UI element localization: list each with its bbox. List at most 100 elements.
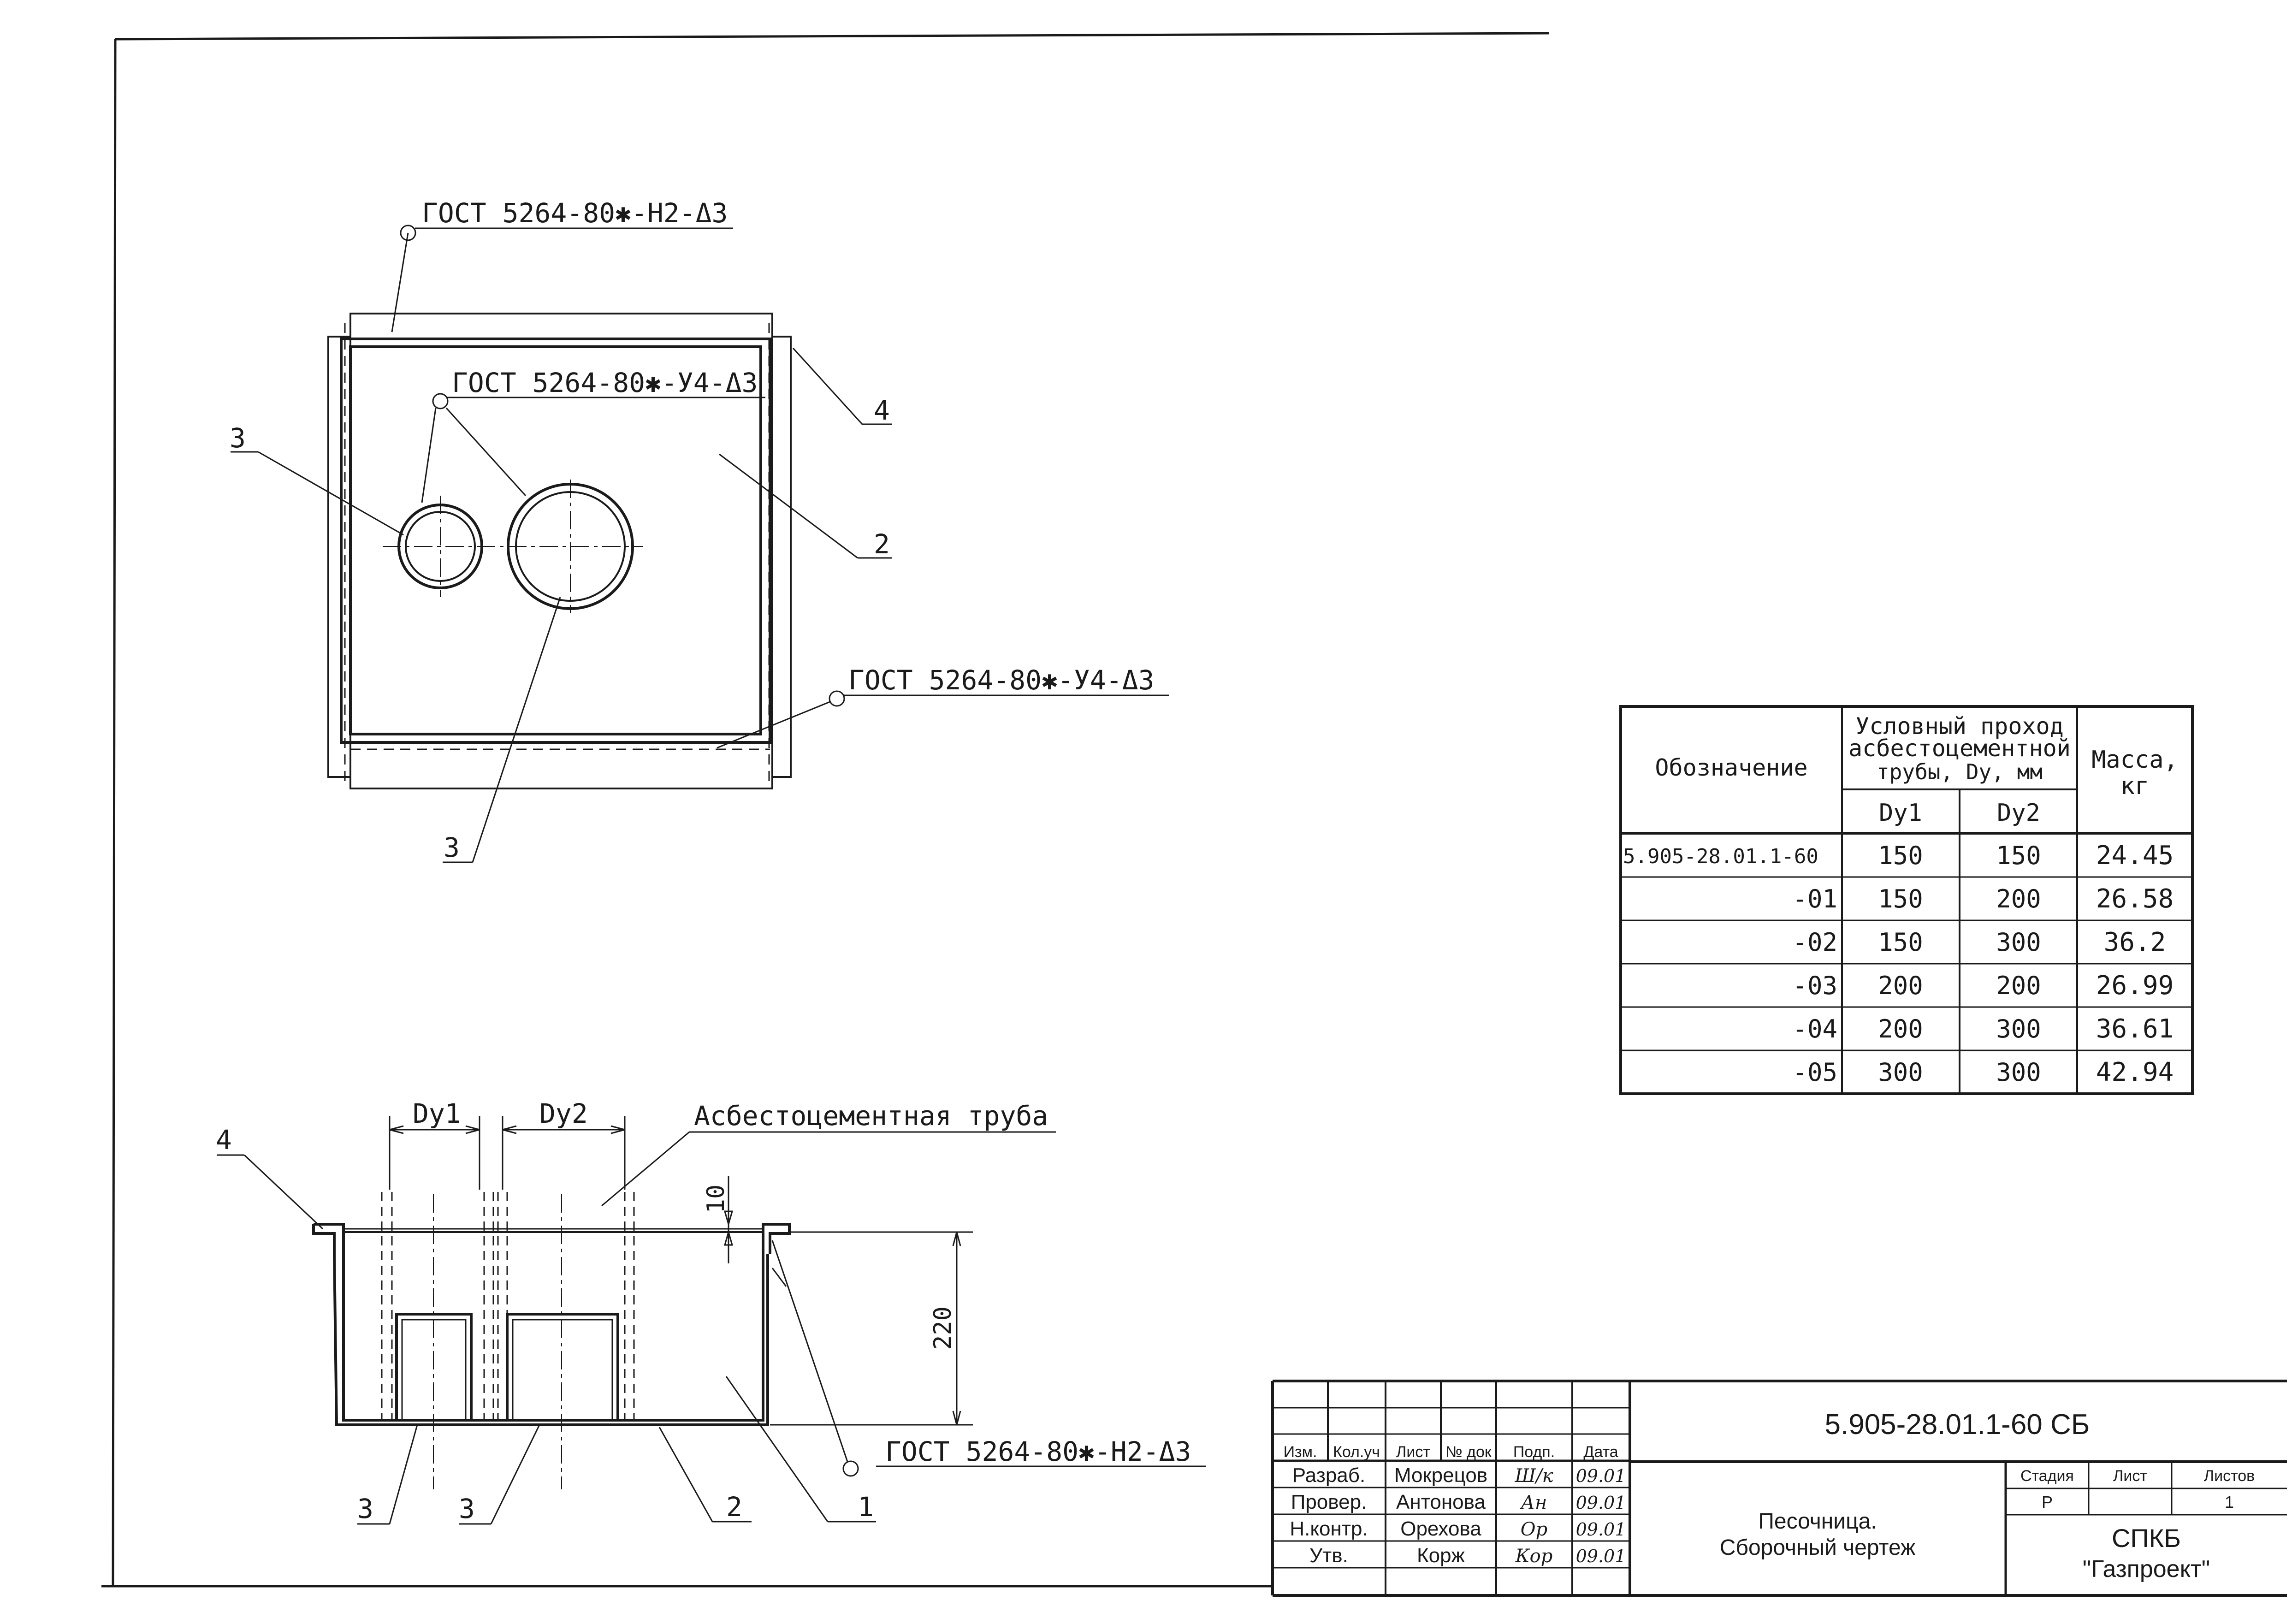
th-dy2: Dу2 (1997, 799, 2040, 827)
sheet-frame (101, 32, 1550, 1588)
svg-text:Dу2: Dу2 (539, 1098, 588, 1129)
doc-name-2: Сборочный чертеж (1720, 1535, 1915, 1560)
tb-list: Лист (1396, 1443, 1430, 1461)
callout-4: 4 (792, 347, 892, 426)
svg-text:200: 200 (1996, 884, 2041, 913)
dim-dy1: Dу1 (389, 1098, 480, 1190)
svg-text:Утв.: Утв. (1309, 1544, 1348, 1567)
table-row: -02 150 300 36.2 (1792, 927, 2166, 957)
th-mass-2: кг (2120, 772, 2150, 800)
svg-text:-01: -01 (1792, 884, 1837, 913)
th-designation: Обозначение (1655, 754, 1807, 781)
dim-220: 220 (770, 1231, 973, 1426)
callout-3-lower: 3 (443, 597, 561, 863)
table-row: 5.905-28.01.1-60 150 150 24.45 (1623, 841, 2174, 871)
doc-number: 5.905-28.01.1-60 СБ (1825, 1409, 2090, 1440)
svg-text:200: 200 (1878, 971, 1923, 1000)
pipe-b-section (506, 1313, 619, 1422)
tb-row-developer: Разраб. Мокрецов Ш/к 09.01 (1292, 1464, 1626, 1487)
frame-left-strip (327, 336, 351, 778)
doc-name-1: Песочница. (1758, 1509, 1877, 1534)
th-passage-1: Условный проход (1855, 713, 2064, 740)
svg-text:3: 3 (230, 422, 246, 454)
stage-header: Стадия (2020, 1467, 2074, 1485)
svg-text:150: 150 (1878, 841, 1923, 870)
svg-text:26.58: 26.58 (2096, 884, 2174, 914)
svg-text:4: 4 (216, 1124, 232, 1156)
table-row: -05 300 300 42.94 (1792, 1057, 2174, 1087)
svg-text:4: 4 (874, 395, 890, 426)
svg-text:Кор: Кор (1515, 1546, 1553, 1567)
svg-text:Ан: Ан (1520, 1492, 1547, 1513)
pipe-name-label: Асбестоцементная труба (694, 1100, 1048, 1132)
tb-row-checker: Провер. Антонова Ан 09.01 (1291, 1491, 1626, 1513)
tb-kol: Кол.уч (1333, 1443, 1380, 1461)
section-callout-3b: 3 (459, 1424, 540, 1525)
svg-text:3: 3 (459, 1493, 475, 1524)
svg-text:42.94: 42.94 (2096, 1057, 2174, 1087)
svg-text:-02: -02 (1792, 928, 1837, 957)
th-dy1: Dу1 (1879, 799, 1922, 827)
svg-text:150: 150 (1878, 928, 1923, 957)
svg-text:5.905-28.01.1-60: 5.905-28.01.1-60 (1623, 845, 1818, 868)
dim-10: 10 (702, 1176, 733, 1263)
th-passage-2: асбестоцементной (1848, 735, 2071, 762)
section-view: Dу1 Dу2 Асбестоцементная труба 10 220 (216, 1098, 1206, 1525)
svg-text:09.01: 09.01 (1576, 1546, 1626, 1566)
section-callout-1: 1 (725, 1376, 876, 1523)
svg-text:Орехова: Орехова (1400, 1517, 1481, 1540)
section-callout-2: 2 (658, 1427, 752, 1523)
weld-label-top: ГОСТ 5264-80✱-Н2-Δ3 (422, 197, 728, 229)
svg-text:Разраб.: Разраб. (1292, 1464, 1365, 1487)
weld-label-bottom: ГОСТ 5264-80✱-У4-Δ3 (848, 664, 1154, 696)
svg-text:Провер.: Провер. (1291, 1491, 1367, 1513)
shell-outline (314, 1223, 791, 1422)
tb-podp: Подп. (1513, 1443, 1555, 1461)
tb-ndok: № док (1445, 1443, 1492, 1461)
svg-text:Н.контр.: Н.контр. (1290, 1517, 1368, 1540)
weld-callout-section: ГОСТ 5264-80✱-Н2-Δ3 (771, 1240, 1206, 1477)
table-row: -04 200 300 36.61 (1792, 1014, 2174, 1044)
dim-dy2: Dу2 (502, 1098, 626, 1190)
svg-text:24.45: 24.45 (2096, 841, 2174, 871)
svg-text:3: 3 (357, 1493, 373, 1524)
plate-inner (349, 345, 762, 735)
weld-callout-bottom: ГОСТ 5264-80✱-У4-Δ3 (717, 664, 1169, 749)
svg-text:Ор: Ор (1521, 1519, 1547, 1540)
svg-text:150: 150 (1878, 884, 1923, 913)
svg-text:-04: -04 (1792, 1014, 1837, 1043)
svg-text:2: 2 (874, 528, 890, 560)
svg-text:300: 300 (1996, 1058, 2041, 1087)
stage-value: Р (2042, 1493, 2053, 1511)
svg-text:300: 300 (1878, 1058, 1923, 1087)
svg-text:Корж: Корж (1417, 1544, 1465, 1567)
svg-text:Антонова: Антонова (1396, 1491, 1486, 1513)
svg-text:Dу1: Dу1 (413, 1098, 461, 1129)
svg-text:300: 300 (1996, 928, 2041, 957)
weld-callout-top: ГОСТ 5264-80✱-Н2-Δ3 (391, 197, 733, 332)
svg-text:09.01: 09.01 (1576, 1466, 1626, 1486)
svg-text:09.01: 09.01 (1576, 1519, 1626, 1540)
svg-text:09.01: 09.01 (1576, 1493, 1626, 1513)
sheets-header: Листов (2204, 1467, 2255, 1485)
svg-text:220: 220 (929, 1306, 957, 1350)
svg-text:26.99: 26.99 (2096, 971, 2174, 1001)
tb-row-norm-control: Н.контр. Орехова Ор 09.01 (1290, 1517, 1626, 1540)
svg-text:Мокрецов: Мокрецов (1394, 1464, 1487, 1487)
svg-text:10: 10 (702, 1185, 730, 1214)
svg-text:300: 300 (1996, 1014, 2041, 1043)
sheets-value: 1 (2225, 1493, 2234, 1511)
svg-text:200: 200 (1996, 971, 2041, 1000)
section-callout-4: 4 (216, 1124, 324, 1230)
plan-view: ГОСТ 5264-80✱-Н2-Δ3 ГОСТ 5264-80✱-У4-Δ3 … (230, 197, 1169, 863)
svg-text:-05: -05 (1792, 1058, 1837, 1087)
table-row: -01 150 200 26.58 (1792, 884, 2174, 914)
pipe-name-callout: Асбестоцементная труба (601, 1100, 1056, 1207)
tb-izm: Изм. (1284, 1443, 1317, 1461)
org-name-2: "Газпроект" (2083, 1556, 2210, 1583)
table-row: -03 200 200 26.99 (1792, 971, 2174, 1001)
svg-text:36.2: 36.2 (2104, 927, 2166, 957)
tb-data: Дата (1583, 1443, 1618, 1461)
plate-outer (340, 338, 771, 744)
